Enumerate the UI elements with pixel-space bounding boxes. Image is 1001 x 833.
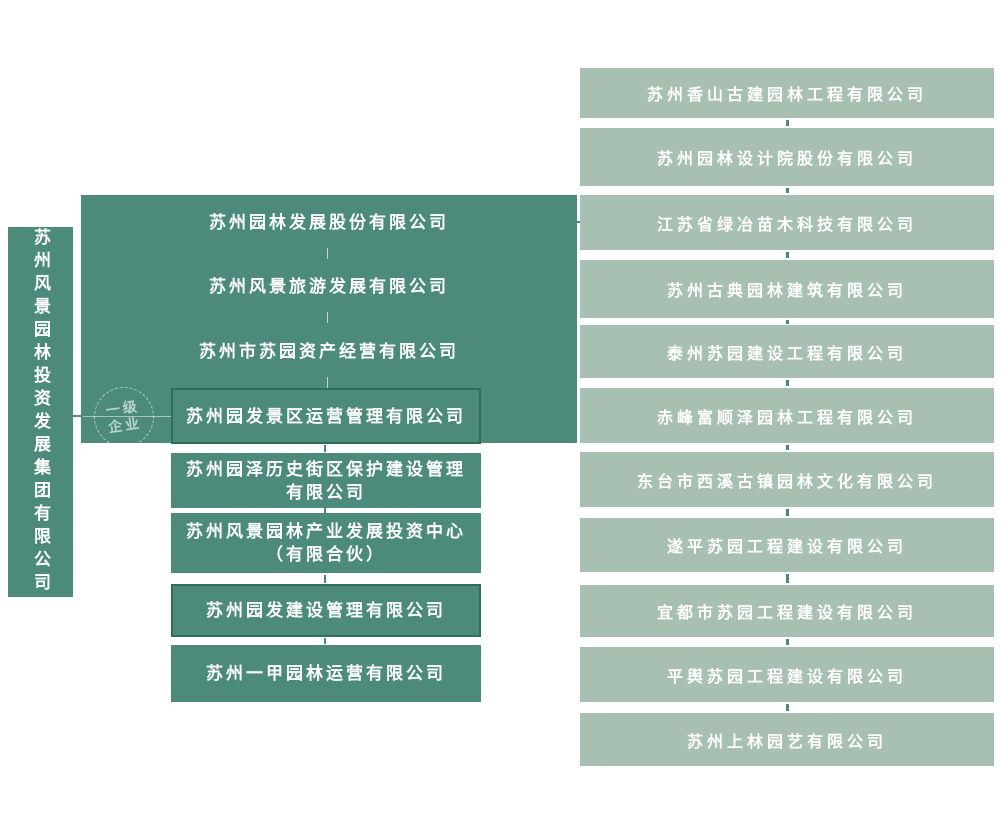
affiliate-connector-5 [786, 380, 789, 386]
stamp-line2: 企业 [107, 414, 144, 436]
affiliate-node-9: 宜都市苏园工程建设有限公司 [580, 585, 994, 637]
group-company-2: 苏州风景旅游发展有限公司 [209, 277, 449, 296]
affiliate-node-11: 苏州上林园艺有限公司 [580, 713, 994, 766]
group-row-connector-1 [327, 248, 328, 259]
affiliate-connector-10 [786, 704, 789, 711]
subsidiary-node-1: 苏州园发景区运营管理有限公司 [171, 388, 481, 444]
subsidiary-label: 有限公司 [286, 482, 366, 502]
subsidiary-label: 苏州园发建设管理有限公司 [206, 601, 446, 620]
affiliate-connector-6 [786, 445, 789, 450]
affiliate-connector-2 [786, 188, 789, 193]
subsidiary-connector-1 [324, 445, 326, 452]
affiliate-node-3: 江苏省绿冶苗木科技有限公司 [580, 195, 994, 250]
group-row-connector-3 [327, 377, 328, 388]
root-company-node: 苏州风景园林投资发展集团有限公司 [8, 227, 73, 597]
subsidiary-node-2: 苏州园泽历史街区保护建设管理有限公司 [171, 453, 481, 508]
subsidiary-node-5: 苏州一甲园林运营有限公司 [171, 645, 481, 702]
subsidiary-node-3: 苏州风景园林产业发展投资中心 （有限合伙） [171, 513, 481, 573]
affiliate-node-10: 平舆苏园工程建设有限公司 [580, 647, 994, 702]
group-row-connector-2 [327, 312, 328, 323]
subsidiary-connector-4 [324, 638, 326, 644]
affiliate-node-7: 东台市西溪古镇园林文化有限公司 [580, 452, 994, 507]
subsidiary-connector-2 [324, 508, 326, 513]
affiliate-node-4: 苏州古典园林建筑有限公司 [580, 260, 994, 318]
subsidiary-connector-3 [324, 575, 326, 583]
subsidiary-label: （有限合伙） [266, 545, 386, 564]
affiliate-node-1: 苏州香山古建园林工程有限公司 [580, 68, 994, 118]
affiliate-connector-3 [786, 252, 789, 258]
affiliate-connector-1 [786, 120, 789, 126]
subsidiary-label: 苏州风景园林产业发展投资中心 [186, 522, 466, 541]
affiliate-connector-4 [786, 320, 789, 324]
group-company-1: 苏州园林发展股份有限公司 [209, 213, 449, 232]
group-company-3: 苏州市苏园资产经营有限公司 [199, 342, 459, 361]
connector-stamp-line [83, 416, 171, 417]
affiliate-node-6: 赤峰富顺泽园林工程有限公司 [580, 388, 994, 443]
affiliate-connector-8 [786, 574, 789, 583]
connector-root-to-panel [70, 415, 83, 417]
subsidiary-node-4: 苏州园发建设管理有限公司 [171, 584, 481, 637]
root-company-label: 苏州风景园林投资发展集团有限公司 [31, 228, 50, 596]
affiliate-connector-7 [786, 509, 789, 516]
affiliate-node-8: 遂平苏园工程建设有限公司 [580, 518, 994, 572]
subsidiary-label: 苏州一甲园林运营有限公司 [206, 664, 446, 683]
affiliate-node-5: 泰州苏园建设工程有限公司 [580, 325, 994, 378]
affiliate-node-2: 苏州园林设计院股份有限公司 [580, 128, 994, 186]
subsidiary-label: 苏州园泽历史街区保护建设管理 [186, 459, 466, 479]
subsidiary-label: 苏州园发景区运营管理有限公司 [186, 406, 466, 426]
affiliate-connector-9 [786, 639, 789, 645]
connector-panel-to-affiliates [572, 221, 582, 223]
